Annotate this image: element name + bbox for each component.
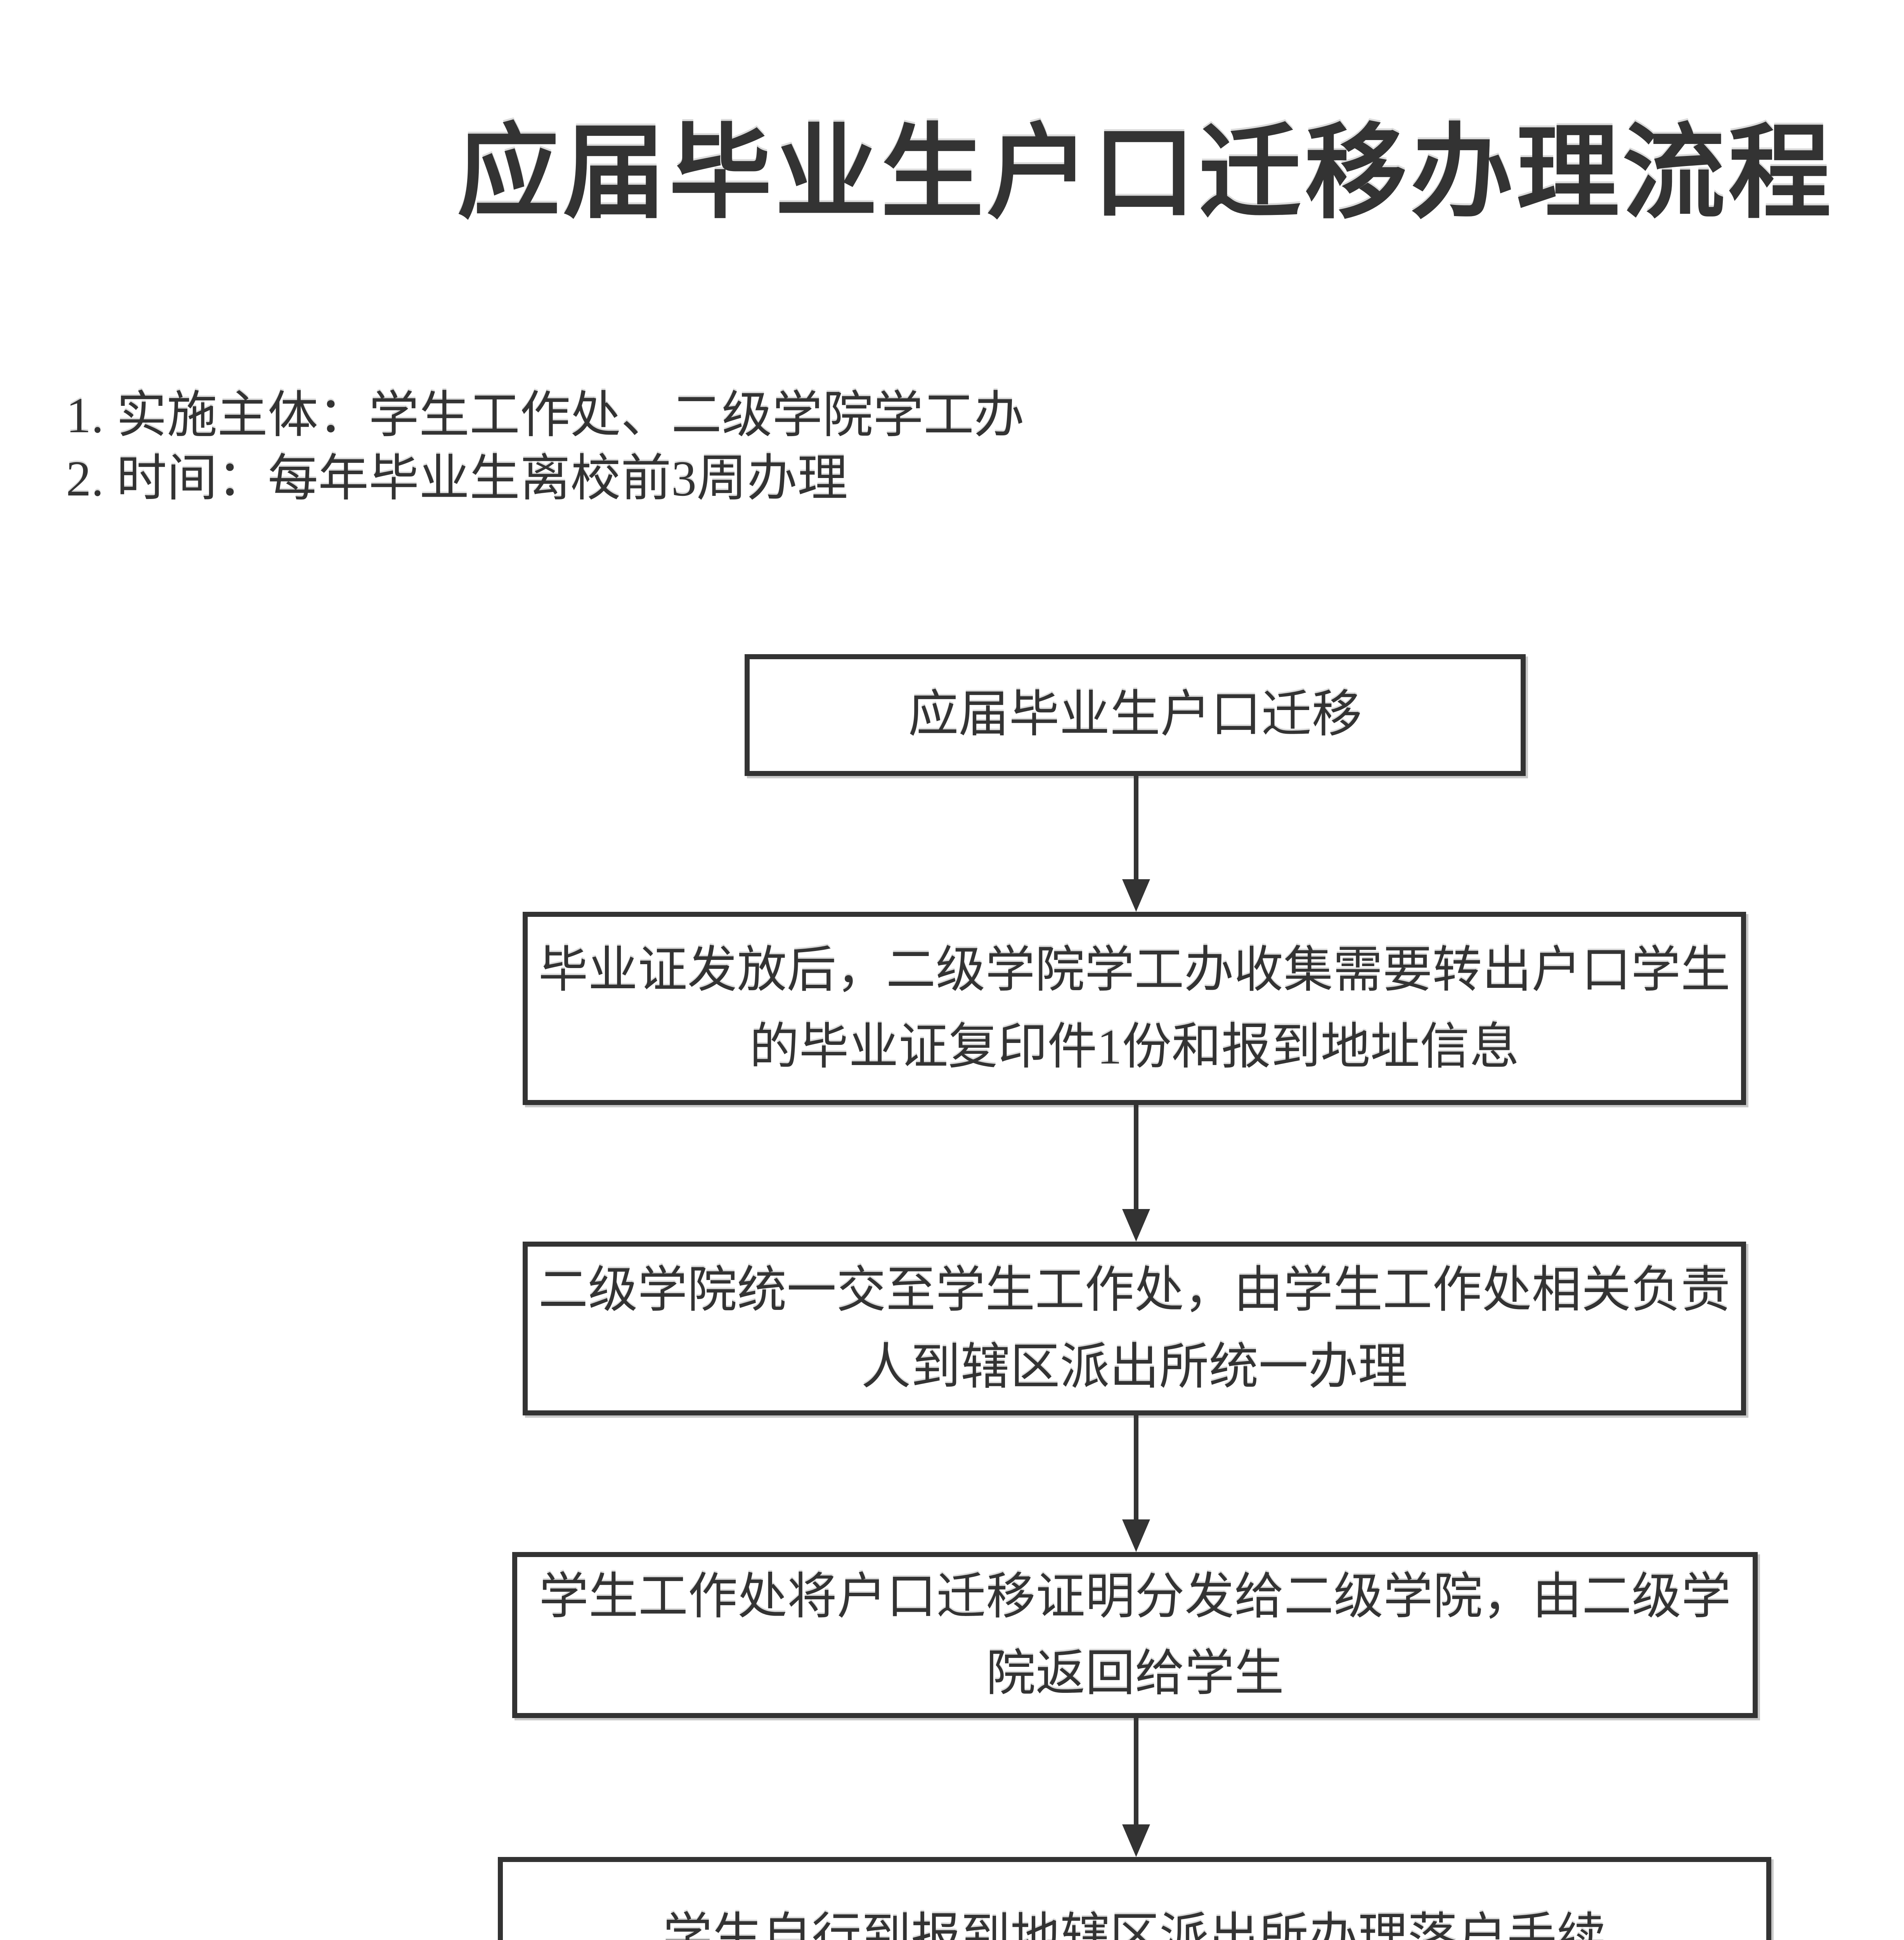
arrow-down-connector-3: [1122, 1415, 1150, 1552]
flow-step-4: 学生工作处将户口迁移证明分发给二级学院，由二级学 院返回给学生: [512, 1552, 1758, 1718]
flow-step-1-label: 应届毕业生户口迁移: [908, 687, 1362, 743]
flow-step-5-label: 学生自行到报到地辖区派出所办理落户手续: [662, 1909, 1606, 1940]
notes-list: 1. 实施主体：学生工作处、二级学院学工办 2. 时间：每年毕业生离校前3周办理: [66, 384, 1024, 511]
page-title: 应届毕业生户口迁移办理流程: [457, 117, 1834, 231]
flow-step-2: 毕业证发放后，二级学院学工办收集需要转出户口学生 的毕业证复印件1份和报到地址信…: [523, 912, 1746, 1105]
note-line-1: 1. 实施主体：学生工作处、二级学院学工办: [66, 388, 1025, 443]
flow-step-4-label: 学生工作处将户口迁移证明分发给二级学院，由二级学 院返回给学生: [539, 1569, 1731, 1701]
note-line-2: 2. 时间：每年毕业生离校前3周办理: [66, 451, 848, 507]
flow-step-1: 应届毕业生户口迁移: [745, 654, 1526, 776]
arrow-line: [1134, 776, 1138, 879]
arrow-down-icon: [1122, 1519, 1150, 1552]
arrow-down-connector-1: [1122, 776, 1150, 912]
arrow-line: [1134, 1718, 1138, 1824]
flow-step-3: 二级学院统一交至学生工作处，由学生工作处相关负责 人到辖区派出所统一办理: [523, 1242, 1746, 1415]
flow-step-2-label: 毕业证发放后，二级学院学工办收集需要转出户口学生 的毕业证复印件1份和报到地址信…: [538, 942, 1731, 1074]
arrow-down-icon: [1122, 879, 1150, 912]
arrow-down-connector-4: [1122, 1718, 1150, 1857]
arrow-line: [1134, 1415, 1138, 1519]
flow-step-5: 学生自行到报到地辖区派出所办理落户手续: [498, 1857, 1771, 1940]
arrow-down-icon: [1122, 1824, 1150, 1857]
arrow-line: [1134, 1105, 1138, 1209]
arrow-down-icon: [1122, 1209, 1150, 1242]
arrow-down-connector-2: [1122, 1105, 1150, 1242]
flow-step-3-label: 二级学院统一交至学生工作处，由学生工作处相关负责 人到辖区派出所统一办理: [538, 1262, 1731, 1394]
